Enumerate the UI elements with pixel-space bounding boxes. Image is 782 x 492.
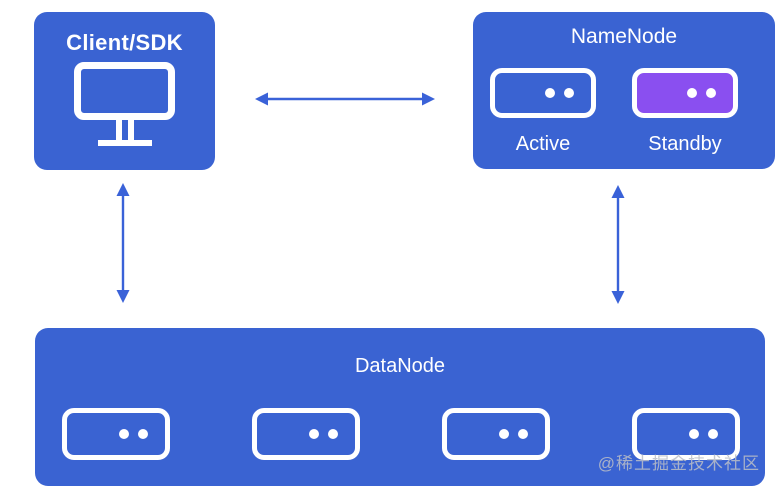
server-icon-active	[490, 68, 596, 118]
server-led-dot	[706, 88, 716, 98]
server-led-dot	[708, 429, 718, 439]
server-icon-standby	[632, 68, 738, 118]
client-label: Client/SDK	[66, 30, 183, 55]
monitor-base	[97, 140, 152, 146]
server-led-dot	[328, 429, 338, 439]
server-led-dot	[499, 429, 509, 439]
server-icon	[62, 408, 170, 460]
server-led-dot	[689, 429, 699, 439]
datanode-icons	[35, 408, 765, 460]
datanode-group: DataNode	[35, 328, 765, 486]
active-label: Active	[515, 133, 571, 155]
watermark: @稀土掘金技术社区	[597, 454, 760, 473]
server-icon	[442, 408, 550, 460]
server-led-dot	[309, 429, 319, 439]
server-led-dot	[119, 429, 129, 439]
namenode-row: Active Standby	[473, 68, 775, 157]
namenode-datanode-arrow	[611, 185, 625, 304]
standby-label: Standby	[648, 133, 722, 155]
monitor-icon	[34, 62, 215, 146]
client-datanode-arrow	[116, 183, 130, 303]
namenode-group: NameNode Active Standby	[473, 12, 775, 169]
server-led-dot	[687, 88, 697, 98]
server-icon	[252, 408, 360, 460]
server-led-dot	[518, 429, 528, 439]
client-node: Client/SDK	[34, 12, 215, 170]
monitor-stand	[115, 120, 134, 140]
active-node: Active	[490, 68, 596, 157]
namenode-title: NameNode	[570, 25, 678, 48]
standby-node: Standby	[632, 68, 738, 157]
server-icon	[632, 408, 740, 460]
datanode-title: DataNode	[354, 355, 446, 377]
server-led-dot	[564, 88, 574, 98]
monitor-screen	[74, 62, 175, 120]
server-led-dot	[138, 429, 148, 439]
server-led-dot	[545, 88, 555, 98]
client-namenode-arrow	[255, 92, 435, 106]
